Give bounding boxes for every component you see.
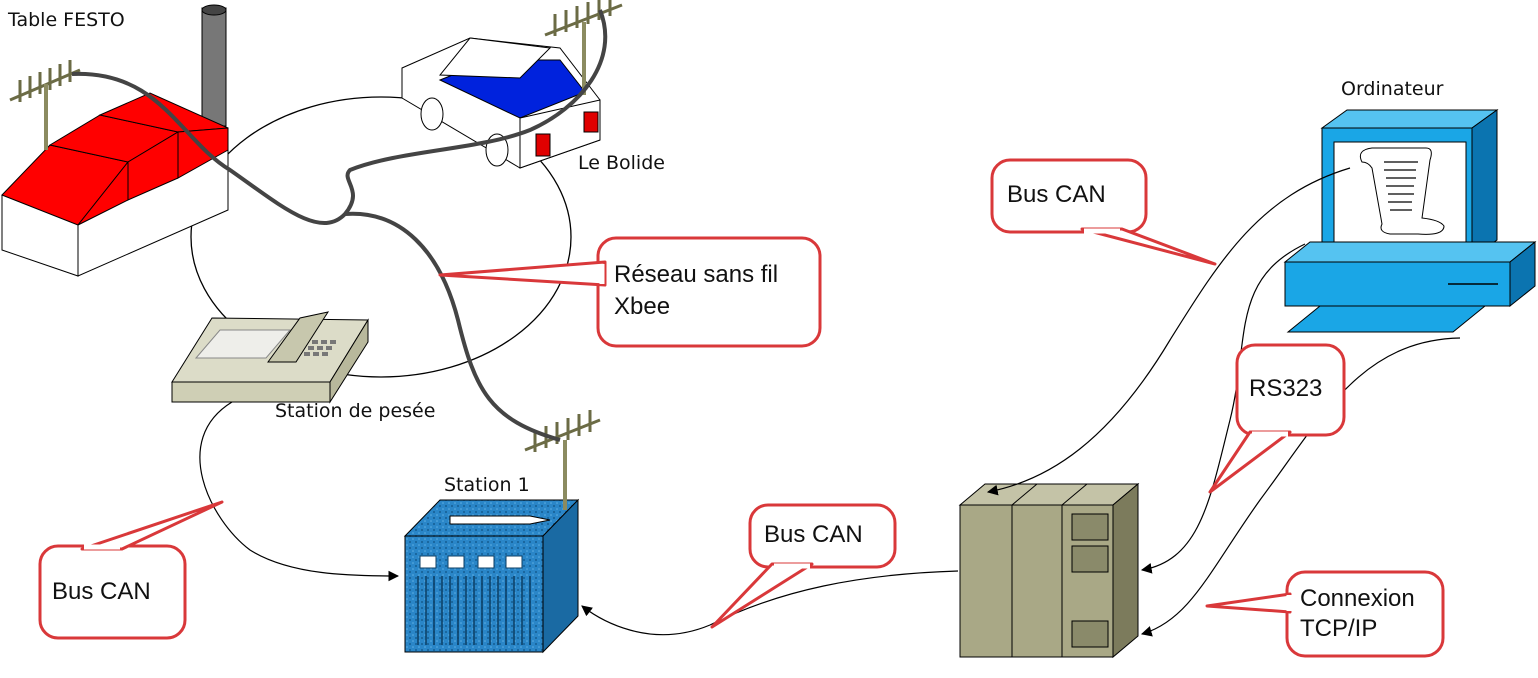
rs-link [1140, 243, 1306, 574]
scale-label: Station de pesée [275, 400, 436, 422]
callout-xbee-line2: Xbee [614, 293, 671, 320]
car-label: Le Bolide [578, 152, 665, 174]
callout-tcp-line1: Connexion [1300, 585, 1415, 612]
callout-can-left-text: Bus CAN [52, 578, 151, 605]
wireless-link-line [71, 9, 608, 225]
callout-can-mid [710, 503, 897, 629]
callout-tcp [1205, 570, 1445, 658]
callout-xbee [438, 236, 822, 348]
station1-label: Station 1 [444, 474, 530, 496]
factory-label: Table FESTO [8, 9, 125, 31]
callout-xbee-line1: Réseau sans fil [614, 261, 779, 288]
callout-rs-text: RS323 [1249, 375, 1323, 402]
factory-antenna-icon [9, 60, 81, 150]
car-icon [401, 37, 601, 169]
callout-tcp-line2: TCP/IP [1300, 615, 1378, 642]
bus-can-link-left [199, 401, 400, 582]
wireless-link-line [344, 211, 561, 442]
factory-icon [1, 4, 229, 277]
computer-icon [1283, 109, 1537, 333]
document-scroll-icon [1359, 147, 1445, 235]
station-module-icon [403, 498, 580, 654]
computer-label: Ordinateur [1341, 78, 1444, 100]
callout-rs [1208, 343, 1346, 494]
callout-can-left [38, 500, 224, 640]
bus-can-link-top [986, 167, 1351, 496]
callout-can-top [990, 158, 1217, 266]
station1-antenna-icon [524, 410, 601, 510]
callout-can-mid-text: Bus CAN [764, 521, 863, 548]
car-antenna-icon [544, 0, 623, 95]
plc-rack-icon [958, 482, 1140, 659]
wireless-network-ring [190, 96, 572, 378]
tcp-link [1140, 337, 1461, 637]
callout-can-top-text: Bus CAN [1007, 181, 1106, 208]
weighing-station-icon [171, 311, 369, 404]
